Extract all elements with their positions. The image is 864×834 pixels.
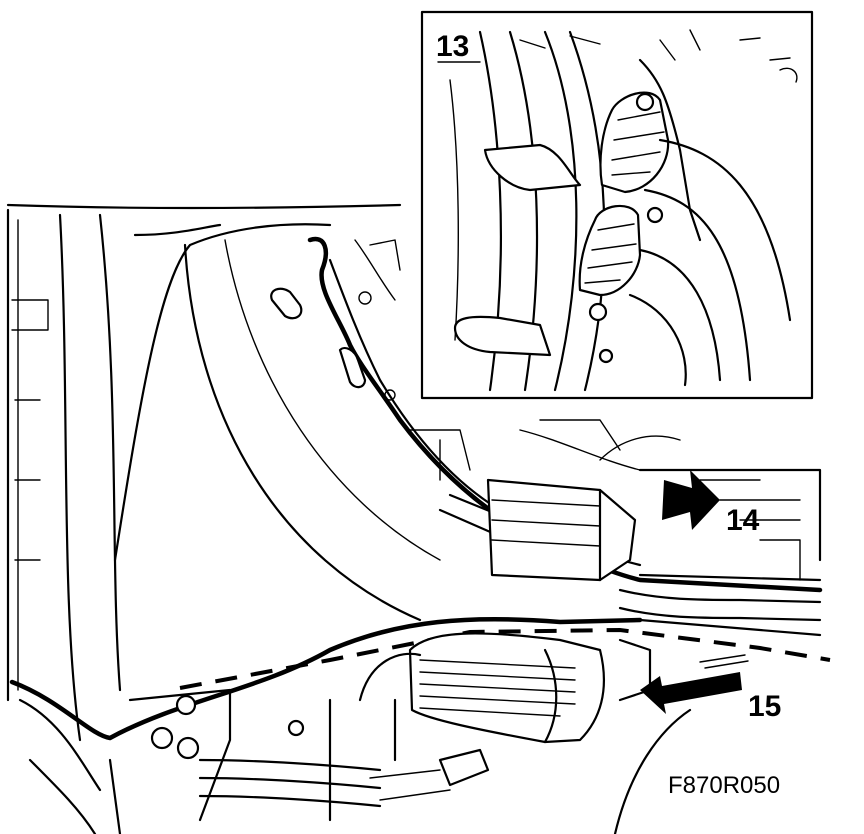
vehicle-body-outline	[6, 203, 831, 834]
figure-code: F870R050	[668, 772, 780, 799]
callout-14-label: 14	[726, 504, 760, 537]
arrow-up-callout	[662, 470, 720, 530]
exhaust-system	[358, 478, 822, 762]
rear-background-details	[409, 419, 822, 581]
arrow-down-callout	[640, 654, 749, 714]
callout-13-label: 13	[436, 30, 469, 63]
lower-components	[108, 638, 692, 834]
callout-15-label: 15	[748, 690, 781, 723]
inset-detail	[420, 10, 814, 400]
